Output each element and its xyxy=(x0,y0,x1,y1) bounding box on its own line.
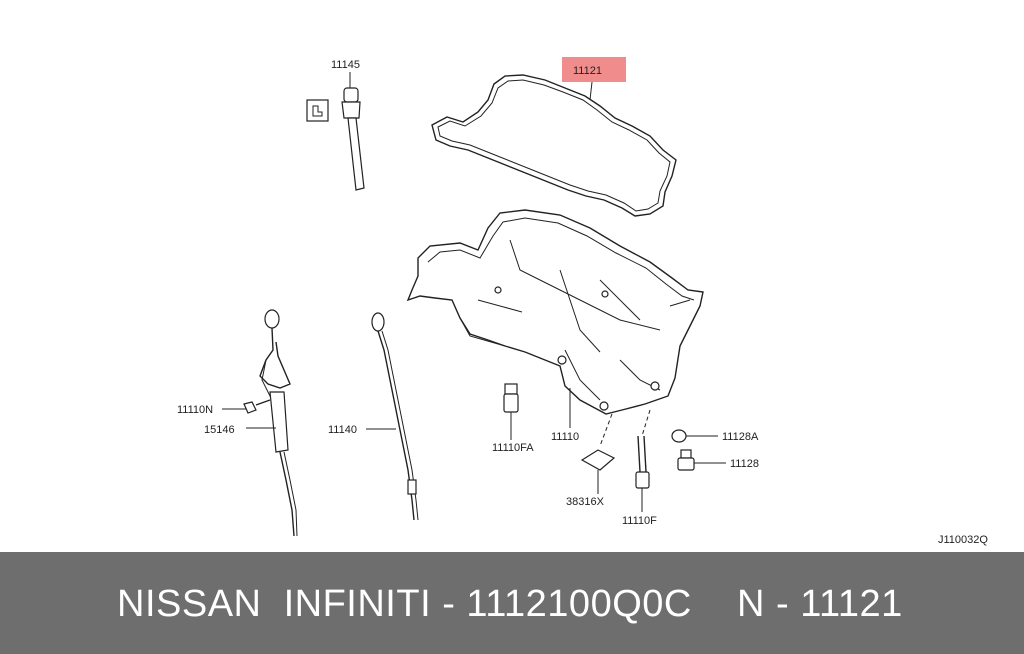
dipstick-cap-part xyxy=(341,87,365,191)
label-11110: 11110 xyxy=(551,431,579,443)
washer-11128A-part xyxy=(671,429,687,443)
label-11128: 11128 xyxy=(730,458,759,470)
bolt-11110FA-part xyxy=(503,383,519,413)
dipstick-part xyxy=(371,312,419,521)
strainer-38316X-part xyxy=(580,449,616,471)
label-11128A: 11128A xyxy=(722,431,759,443)
dipstick-guide-part xyxy=(259,309,298,537)
label-38316X: 38316X xyxy=(566,496,605,508)
bolt-11110N-part xyxy=(243,399,271,414)
footer-part-ref: N - 11121 xyxy=(737,583,903,625)
label-11110FA: 11110FA xyxy=(492,442,534,454)
drain-plug-11128-part xyxy=(677,449,695,471)
highlight-11121 xyxy=(562,57,626,82)
label-15146: 15146 xyxy=(204,424,235,436)
label-11140: 11140 xyxy=(328,424,357,436)
bolt-11110F-part xyxy=(635,435,650,489)
footer-brand-line: NISSAN INFINITI - 1112100Q0C xyxy=(117,583,692,625)
label-11121: 11121 xyxy=(573,65,602,77)
figure-code: J110032Q xyxy=(938,534,988,546)
label-11110N: 11110N xyxy=(177,404,213,416)
reference-box-icon xyxy=(306,99,329,122)
footer-bar: NISSAN INFINITI - 1112100Q0C N - 11121 xyxy=(0,552,1024,654)
gasket-part xyxy=(431,74,677,217)
label-11110F: 11110F xyxy=(622,515,657,527)
parts-diagram: 11145 11121 11110N 15146 11140 11110FA 1… xyxy=(177,57,989,546)
label-11145: 11145 xyxy=(331,59,360,71)
oil-pan-part xyxy=(406,209,704,415)
